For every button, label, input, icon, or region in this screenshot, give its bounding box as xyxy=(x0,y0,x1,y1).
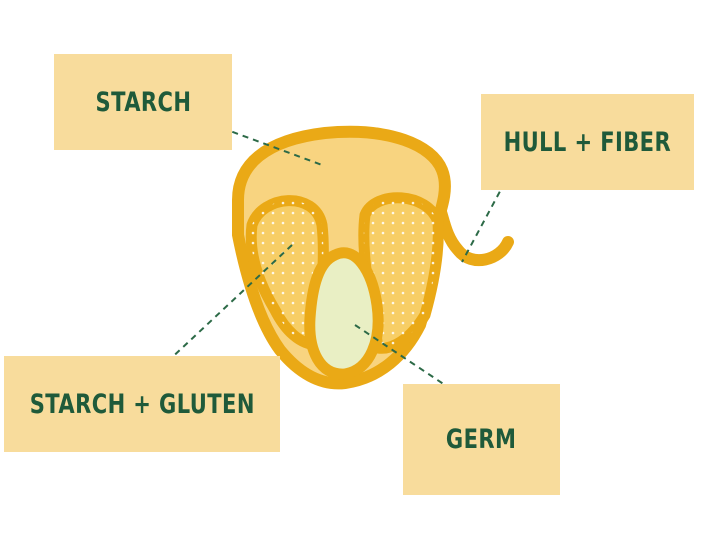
leader-hull-fiber xyxy=(461,181,506,263)
label-starch: STARCH xyxy=(95,86,191,118)
label-box-germ: GERM xyxy=(403,384,560,495)
label-box-starch: STARCH xyxy=(54,54,232,150)
germ-shape xyxy=(304,247,384,380)
label-germ: GERM xyxy=(446,424,517,455)
label-starch-gluten: STARCH + GLUTEN xyxy=(29,388,255,420)
label-box-starch-gluten: STARCH + GLUTEN xyxy=(4,356,280,452)
leader-starch xyxy=(221,127,323,166)
label-hull-fiber: HULL + FIBER xyxy=(503,126,672,158)
leader-germ xyxy=(354,324,476,406)
label-box-hull-fiber: HULL + FIBER xyxy=(481,94,694,190)
